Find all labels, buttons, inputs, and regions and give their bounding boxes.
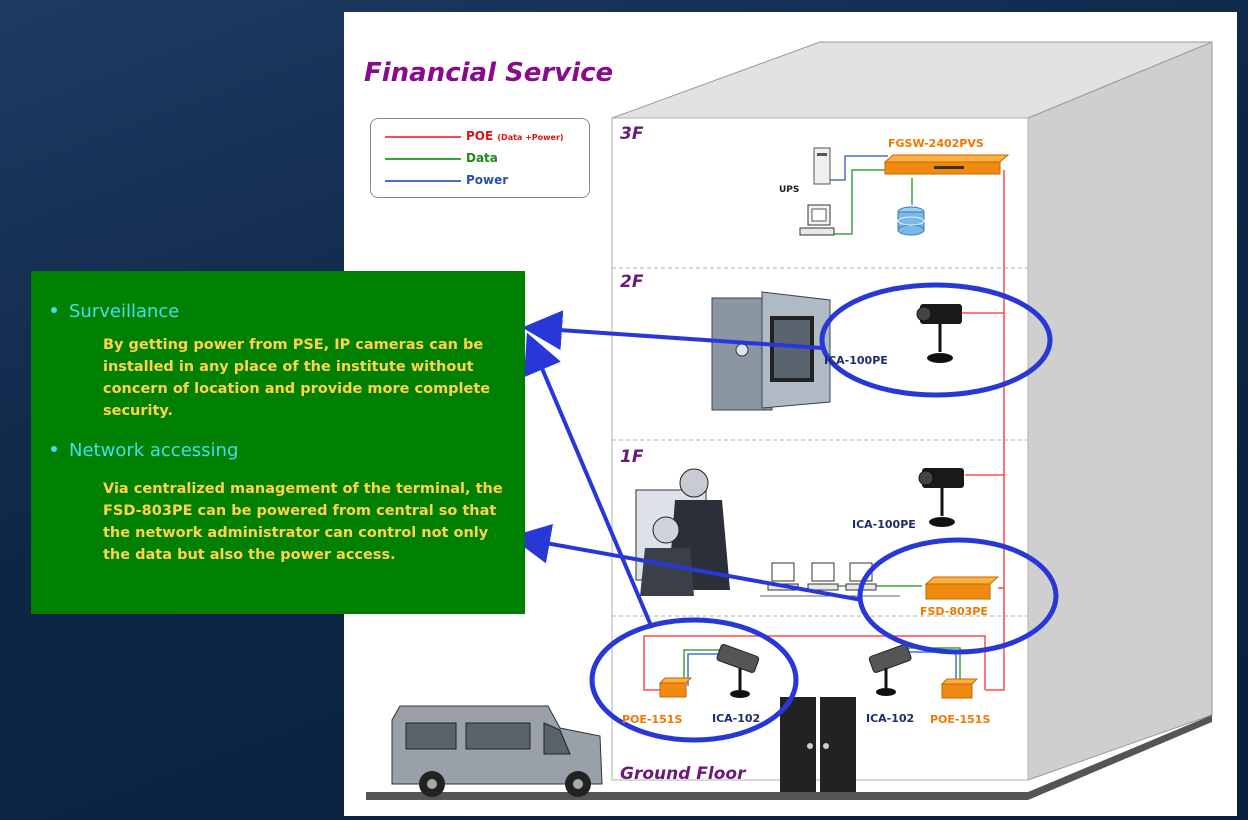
van-icon [391, 705, 603, 797]
info-panel: Surveillance By getting power from PSE, … [31, 271, 525, 614]
data-line-g-left [683, 649, 722, 686]
legend: POE (Data +Power) Data Power [370, 118, 590, 198]
label-poe-left: POE-151S [622, 713, 683, 726]
floor-label-2f: 2F [620, 272, 644, 292]
switch-icon [883, 154, 1010, 175]
poe-line-ground [643, 635, 986, 691]
arrow-network [510, 523, 863, 602]
legend-row-power: Power [371, 173, 589, 187]
legend-power-label: Power [466, 173, 509, 187]
bullet-dot [51, 446, 57, 452]
poe-injector-left-icon [658, 677, 693, 698]
legend-swatch-poe [385, 136, 461, 138]
office-workers-icon [635, 468, 730, 596]
label-ups: UPS [779, 185, 800, 195]
database-icon [897, 206, 925, 236]
data-line-pc [830, 169, 888, 235]
legend-data-label: Data [466, 151, 498, 165]
legend-swatch-power [385, 180, 461, 182]
floor-label-3f: 3F [620, 124, 644, 144]
legend-row-data: Data [371, 151, 589, 165]
camera-icon-2f [916, 304, 962, 363]
legend-poe-label: POE [466, 129, 494, 143]
label-poe-right: POE-151S [930, 713, 991, 726]
heading-network: Network accessing [69, 440, 239, 461]
poe-injector-right-icon [940, 678, 979, 699]
label-camera-ground-left: ICA-102 [712, 712, 761, 725]
floor-label-1f: 1F [620, 447, 644, 467]
text-surveillance: By getting power from PSE, IP cameras ca… [103, 337, 491, 419]
fsd-switch-icon [924, 576, 1000, 600]
highlight-fsd [857, 537, 1059, 655]
diagram-title: Financial Service [364, 58, 614, 88]
heading-surveillance: Surveillance [69, 301, 180, 322]
arrow-surveillance [522, 310, 823, 351]
building-side [1027, 41, 1213, 781]
label-fsd: FSD-803PE [920, 605, 988, 618]
camera-icon-1f [918, 468, 964, 527]
power-line-ups [830, 155, 888, 181]
legend-row-poe: POE (Data +Power) [371, 129, 589, 143]
pc-icon [799, 204, 835, 236]
label-switch: FGSW-2402PVS [888, 137, 984, 150]
power-line-g-left [687, 653, 722, 686]
poe-riser [985, 170, 1005, 691]
highlight-2f-camera [819, 282, 1053, 398]
camera-icon-ground-left [716, 643, 760, 698]
highlight-ground-left [589, 617, 799, 743]
ups-icon [813, 147, 831, 185]
bullet-surveillance: Surveillance [51, 301, 179, 322]
legend-swatch-data [385, 158, 461, 160]
camera-icon-ground-right [868, 643, 912, 696]
text-network: Via centralized management of the termin… [103, 481, 503, 563]
bullet-dot [51, 307, 57, 313]
label-camera-ground-right: ICA-102 [866, 712, 915, 725]
bullet-network: Network accessing [51, 440, 238, 461]
entrance-doors [780, 697, 856, 792]
label-camera-1f: ICA-100PE [852, 518, 916, 531]
label-camera-2f: ICA-100PE [824, 354, 888, 367]
arrow-ground-to-surveillance [524, 332, 654, 629]
legend-poe-note: (Data +Power) [497, 133, 564, 142]
floor-label-ground: Ground Floor [620, 764, 746, 784]
safe-icon [711, 291, 831, 411]
